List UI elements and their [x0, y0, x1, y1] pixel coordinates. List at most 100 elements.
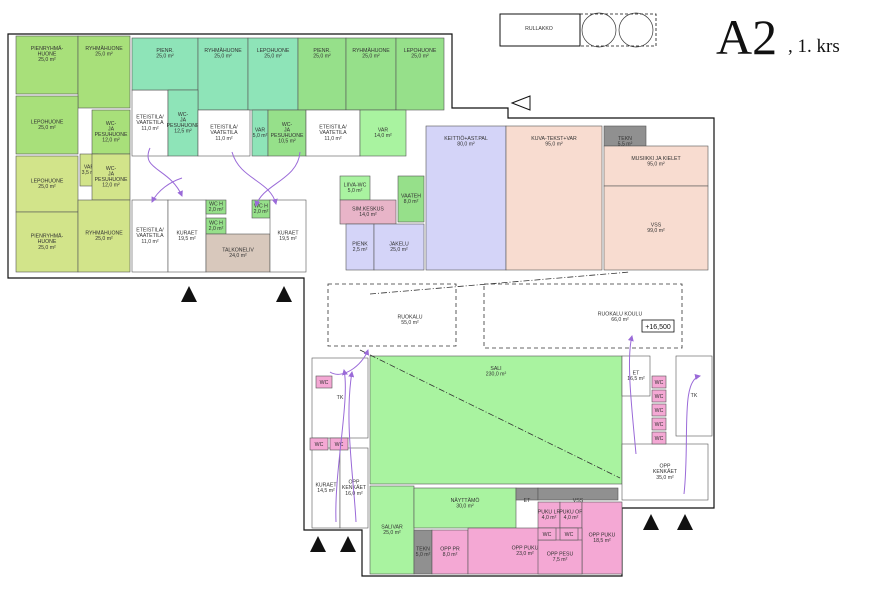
room-name: LIIVA-WC: [344, 182, 367, 188]
room-name: TEKN: [416, 546, 430, 552]
room-area-pienr-d: [297, 37, 347, 111]
room-name: ETEISTILA/: [136, 228, 164, 234]
room-name: WC-: [106, 166, 117, 172]
wc-cubicle: WC: [537, 527, 557, 541]
room-area-keittio: [425, 125, 507, 271]
room-name: JA: [108, 171, 115, 177]
room-wc2: WC H2,0 m²: [205, 217, 227, 235]
room-area-rh-c: [197, 37, 249, 111]
room-name: VSS: [573, 498, 584, 504]
room-name: TALKONELIV: [222, 247, 254, 253]
room-area-label: 14,0 m²: [374, 133, 392, 139]
wc-label: WC: [543, 532, 552, 538]
room-rullaako: RULLAKKO: [525, 26, 553, 32]
room-name: JA: [284, 127, 291, 133]
room-name: MUSIIKKI JA KIELET: [631, 156, 681, 162]
rullakko-area: [499, 12, 657, 111]
room-area-label: 8,0 m²: [404, 199, 419, 205]
room-area-wc-b: [91, 153, 131, 201]
room-area-label: 25,0 m²: [264, 54, 282, 60]
room-area-label: 11,0 m²: [324, 136, 341, 142]
room-area-label: 2,0 m²: [254, 209, 269, 215]
room-area-label: 55,0 m²: [401, 320, 419, 326]
room-wc3: WC H2,0 m²: [251, 199, 271, 219]
room-name: TEKN: [618, 136, 632, 142]
wc-label: WC: [655, 408, 664, 414]
room-area-label: 8,0 m²: [443, 552, 458, 558]
room-area-label: 25,0 m²: [38, 57, 56, 63]
room-area-label: 18,5 m²: [593, 538, 611, 544]
room-name: PIENRYHMÄ-: [31, 233, 64, 240]
room-area-kuva: [505, 125, 603, 271]
room-name: TK: [691, 393, 698, 399]
room-name: RYHMÄHUONE: [352, 47, 390, 54]
wc-cubicle: WC: [651, 389, 667, 403]
room-area-label: 19,5 m²: [178, 236, 196, 242]
room-area-naytto: [413, 487, 517, 529]
room-name: HUONE: [38, 52, 57, 58]
room-area-opp-pesu: [537, 539, 583, 575]
room-area-label: 12,0 m²: [102, 183, 120, 189]
room-area-label: 25,0 m²: [362, 54, 380, 60]
room-name: WC-: [282, 122, 293, 128]
room-area-label: 2,0 m²: [209, 226, 224, 232]
wc-cubicle: WC: [651, 417, 667, 431]
room-area-label: 23,0 m²: [516, 551, 534, 557]
entrance-markers: [181, 286, 693, 552]
room-name: KENKÄET: [342, 484, 367, 491]
room-area-lepo-a: [15, 95, 79, 155]
room-area-lepo-d: [395, 37, 445, 111]
room-area-ph-a: [15, 35, 79, 95]
construction-lines: [327, 271, 683, 479]
room-name: VAATETILA: [136, 120, 164, 126]
room-name: VAATEH: [401, 193, 421, 199]
wc-cubicle: WC: [329, 437, 349, 451]
room-name: WC-: [178, 112, 189, 118]
room-name: PESUHUONE: [95, 177, 128, 183]
room-name: WC H: [209, 201, 223, 207]
room-name: LEPOHUONE: [257, 48, 290, 54]
room-name: SALIVAR: [381, 524, 403, 530]
room-area-et-d: [305, 109, 361, 157]
wc-cubicle: WC: [651, 431, 667, 445]
room-area-label: 25,0 m²: [383, 530, 401, 536]
room-area-label: 11,0 m²: [215, 136, 232, 142]
room-name: VAR: [378, 127, 389, 133]
wc-cubicle: WC: [309, 437, 329, 451]
room-area-label: 24,0 m²: [229, 253, 247, 259]
room-area-label: 5,0 m²: [253, 133, 268, 139]
room-name: RUOKALU KOULU: [598, 311, 643, 317]
room-name: VAATETILA: [136, 233, 164, 239]
room-name: LEPOHUONE: [404, 48, 437, 54]
room-area-label: 7,5 m²: [553, 557, 568, 563]
room-name: VAATETILA: [210, 130, 238, 136]
room-area-label: 25,0 m²: [156, 54, 174, 60]
room-area-label: 10,5 m²: [278, 139, 296, 145]
room-name: WC H: [254, 203, 268, 209]
room-area-sali: [369, 355, 623, 485]
room-name: KURAET: [176, 230, 198, 236]
room-name: RYHMÄHUONE: [85, 229, 123, 236]
room-name: LEPOHUONE: [31, 119, 64, 125]
